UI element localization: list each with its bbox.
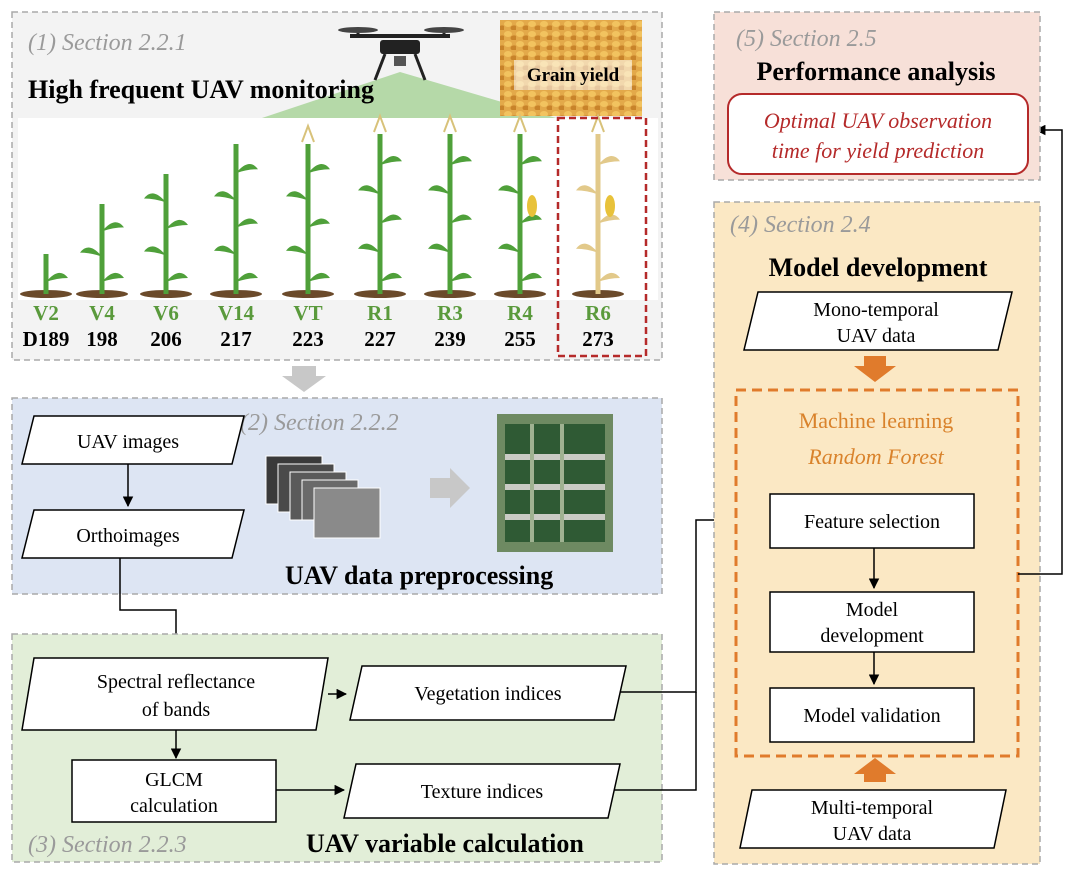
- line-ti-to-feature: [614, 692, 697, 791]
- optimal-line1: Optimal UAV observation: [764, 108, 992, 133]
- section5-tag: (5) Section 2.5: [736, 26, 877, 52]
- glcm-label-line1: GLCM: [145, 769, 203, 791]
- stage-label-v14: V14: [218, 301, 255, 325]
- plant-v6-icon: [140, 174, 192, 298]
- section1-title: High frequent UAV monitoring: [28, 75, 374, 104]
- plant-vt-icon: [282, 123, 334, 298]
- stage-label-v4: V4: [89, 301, 115, 325]
- orthoimages-box: [21, 509, 245, 559]
- texture-indices-label: Texture indices: [421, 781, 544, 803]
- rf-label: Random Forest: [807, 444, 944, 469]
- plant-r1-icon: [354, 113, 406, 298]
- model-dev-line2: development: [820, 625, 924, 647]
- arrow-ortho-to-spectral: [119, 558, 182, 656]
- multi-temporal-box: [739, 789, 1007, 849]
- grain-label-bg: [514, 60, 632, 90]
- orange-up-arrow: [854, 758, 896, 782]
- section2-title: UAV data preprocessing: [285, 561, 553, 590]
- ml-dashed-box: [734, 388, 1020, 758]
- stage-label-r3: R3: [437, 301, 463, 325]
- section4-title: Model development: [769, 253, 988, 282]
- stage-label-r1: R1: [367, 301, 393, 325]
- mono-temporal-box: [743, 291, 1013, 351]
- day-label-v6: 206: [150, 327, 182, 351]
- uav-images-label: UAV images: [77, 431, 179, 453]
- gray-right-arrow: [430, 468, 470, 508]
- day-label-r3: 239: [434, 327, 466, 351]
- stage-labels: V2D189V4198V6206V14217VT223R1227R3239R42…: [23, 301, 614, 351]
- mono-temporal-line1: Mono-temporal: [813, 299, 939, 321]
- stage-label-vt: VT: [293, 301, 322, 325]
- multi-temporal-line1: Multi-temporal: [811, 797, 934, 819]
- day-label-r6: 273: [582, 327, 614, 351]
- plant-strip: [18, 118, 658, 300]
- arrow-ml-to-performance: [1018, 124, 1063, 575]
- day-label-r4: 255: [504, 327, 536, 351]
- maize-growth-stages: [20, 113, 624, 298]
- spectral-label-line1: Spectral reflectance: [97, 671, 255, 693]
- grain-yield-label: Grain yield: [527, 65, 620, 86]
- mono-temporal-line2: UAV data: [837, 325, 916, 347]
- model-validation-box: [769, 687, 975, 743]
- optimal-line2: time for yield prediction: [772, 138, 984, 163]
- model-dev-line1: Model: [846, 599, 899, 621]
- orthoimages-label: Orthoimages: [76, 525, 180, 547]
- stage-label-v6: V6: [153, 301, 179, 325]
- feature-selection-box: [769, 493, 975, 549]
- spectral-box: [21, 657, 329, 731]
- plant-r3-icon: [424, 113, 476, 298]
- sensor-cone: [262, 72, 556, 118]
- optimal-time-box: [727, 93, 1029, 175]
- orange-down-arrow: [854, 356, 896, 382]
- feature-selection-label: Feature selection: [804, 511, 940, 533]
- day-label-vt: 223: [292, 327, 324, 351]
- plant-v4-icon: [76, 204, 128, 298]
- drone-icon: [338, 27, 464, 81]
- plant-v14-icon: [210, 144, 262, 298]
- section5-title: Performance analysis: [756, 57, 995, 86]
- day-label-v14: 217: [220, 327, 252, 351]
- glcm-box: [71, 759, 277, 823]
- stage-label-r6: R6: [585, 301, 611, 325]
- glcm-label-line2: calculation: [130, 795, 218, 817]
- day-label-v2: D189: [23, 327, 70, 351]
- model-validation-label: Model validation: [803, 705, 940, 727]
- day-label-r1: 227: [364, 327, 396, 351]
- vegetation-indices-label: Vegetation indices: [414, 683, 561, 705]
- orthomosaic-image: [497, 414, 613, 552]
- day-label-v4: 198: [86, 327, 118, 351]
- spectral-label-line2: of bands: [142, 699, 211, 721]
- section4-tag: (4) Section 2.4: [730, 212, 871, 238]
- image-stack-icon: [265, 455, 381, 539]
- r6-highlight-box: [556, 116, 648, 358]
- gray-down-arrow: [282, 366, 326, 392]
- section3-title: UAV variable calculation: [306, 829, 584, 858]
- multi-temporal-line2: UAV data: [833, 823, 912, 845]
- plant-r6-icon: [572, 113, 624, 298]
- ml-label: Machine learning: [799, 408, 954, 433]
- stage-label-v2: V2: [33, 301, 59, 325]
- model-development-box: [769, 591, 975, 653]
- texture-indices-box: [343, 763, 621, 819]
- stage-label-r4: R4: [507, 301, 533, 325]
- section1-tag: (1) Section 2.2.1: [28, 30, 187, 56]
- section3-tag: (3) Section 2.2.3: [28, 832, 187, 858]
- section2-tag: (2) Section 2.2.2: [240, 410, 399, 436]
- plant-v2-icon: [20, 254, 72, 298]
- vegetation-indices-box: [349, 665, 627, 721]
- plant-r4-icon: [494, 113, 546, 298]
- uav-images-box: [21, 415, 245, 465]
